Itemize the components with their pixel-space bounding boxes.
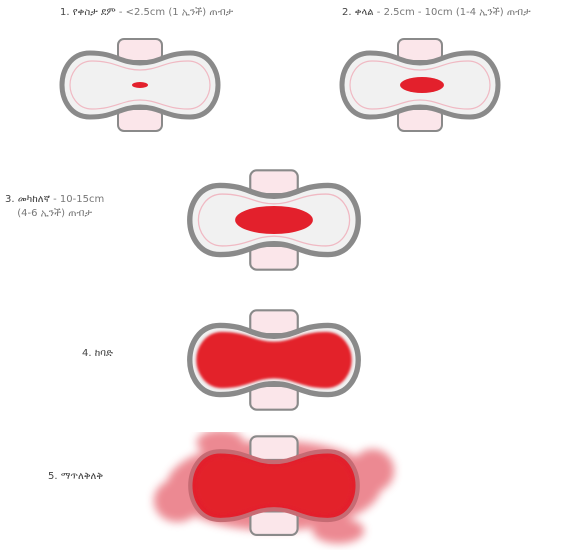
blood-stain [235,206,313,234]
pad-heavy [180,306,368,414]
pad-wing-top [118,39,162,61]
pad-wing-top [398,39,442,61]
pad-spotting [55,35,225,135]
level-2-label: 2. ቀላል - 2.5cm - 10cm (1-4 ኢንች) ጠብታ [342,6,531,20]
pad-wing-bottom [398,109,442,131]
level-4-label: 4. ከባድ [82,347,113,361]
blood-stain [400,77,444,93]
level-3-label: 3. መካከለኛ - 10-15cm (4-6 ኢንች) ጠብታ [5,193,104,221]
pad-wing-bottom [118,109,162,131]
pad-flooding [145,432,403,550]
pad-light [335,35,505,135]
pad-wing-bottom [250,386,298,410]
pad-wing-bottom [250,246,298,270]
pad-wing-top [250,436,297,460]
pad-medium [180,166,368,274]
pad-wing-bottom [250,511,297,535]
level-5-label: 5. ማጥለቅለቅ [48,470,103,484]
blood-stain [132,82,148,88]
pad-wing-top [250,170,298,194]
blood-stain [199,460,349,511]
level-3-label-line2: (4-6 ኢንች) ጠብታ [5,207,104,221]
level-1-label: 1. የቀስታ ደም - <2.5cm (1 ኢንች) ጠብታ [60,6,233,20]
pad-wing-top [250,310,298,334]
blood-stain [198,334,349,386]
